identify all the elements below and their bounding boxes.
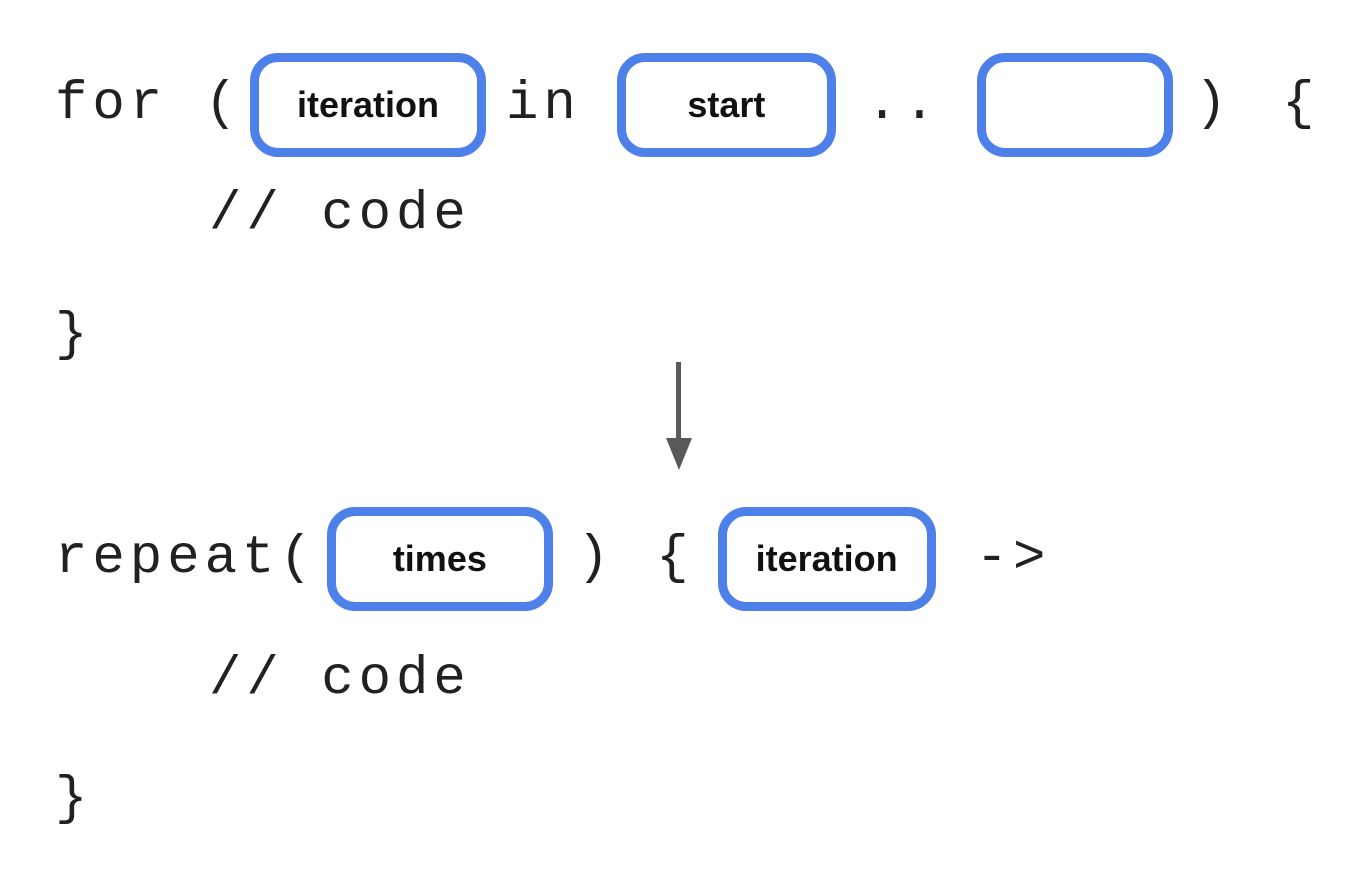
close-paren: ) <box>1194 74 1233 135</box>
pill-start: start <box>616 53 836 157</box>
repeat-closing-line: } <box>55 770 92 830</box>
pill-iteration: iteration <box>717 507 936 611</box>
repeat-keyword: repeat( <box>55 528 317 589</box>
open-brace: { <box>1282 74 1320 135</box>
pill-iteration: iteration <box>250 53 487 157</box>
for-keyword: for ( <box>55 74 243 135</box>
closing-brace: } <box>55 769 93 830</box>
arrow-head <box>666 438 692 470</box>
pill-end <box>976 53 1173 157</box>
in-operator: in <box>506 74 581 135</box>
transform-down-arrow-icon <box>666 362 692 470</box>
lambda-arrow: -> <box>975 528 1051 589</box>
repeat-header-line: repeat( times ) { iteration -> <box>55 504 1050 614</box>
arrow-shaft <box>676 362 681 442</box>
open-brace: { <box>656 528 694 589</box>
repeat-body-line: // code <box>209 650 471 710</box>
range-operator: .. <box>865 74 941 135</box>
code-comment: // code <box>209 184 471 245</box>
close-paren: ) <box>576 528 615 589</box>
code-comment: // code <box>209 649 471 710</box>
closing-brace: } <box>55 305 93 366</box>
for-loop-closing-line: } <box>55 306 92 366</box>
pill-times: times <box>326 507 553 611</box>
for-loop-body-line: // code <box>209 185 471 245</box>
for-loop-header-line: for ( iteration in start .. ) { <box>55 50 1319 160</box>
